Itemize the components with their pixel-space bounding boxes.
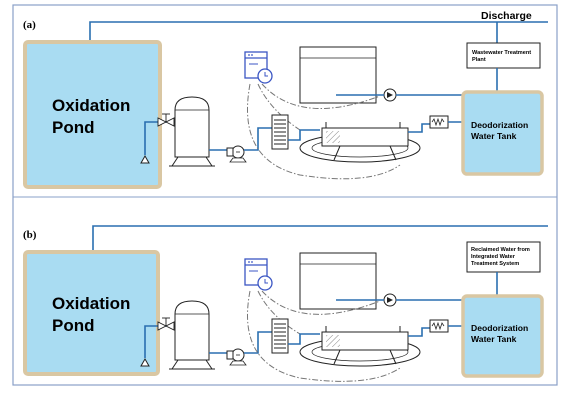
deodorization-tank [461,90,544,176]
circulation-pump-icon [383,88,397,102]
oxidation-pond [23,40,162,189]
reclaimed-label-line2: Integrated Water [471,254,516,260]
tank-label-line2: Water Tank [471,334,517,344]
control-line-3 [247,83,401,180]
pressure-vessel-icon [169,300,215,370]
control-line-1 [261,290,381,315]
control-line-2 [257,290,301,335]
pump-outlet-pipe [244,127,272,151]
uv-reactor-icon [299,326,421,367]
deodorization-tank [461,294,544,378]
panel-b-label: (b) [23,229,37,241]
circulation-pump-icon [383,293,397,307]
heat-exchanger-icon [271,114,289,150]
control-line-1 [261,83,381,109]
pond-label-line1: Oxidation [52,294,130,313]
pressure-vessel-icon [169,96,215,167]
reactor-outlet-pipe [408,123,430,133]
clock-icon [257,275,273,291]
control-line-3 [247,290,401,382]
heat-exchanger-icon [271,318,289,354]
tank-label-line2: Water Tank [471,131,517,141]
pond-label-line2: Pond [52,118,95,137]
pond-label-line2: Pond [52,316,95,335]
reclaimed-return-pipe [92,225,548,253]
pump-icon [226,348,247,366]
exchanger-to-reactor-pipe [288,129,320,141]
foot-valve-icon [140,154,150,164]
control-line-2 [257,83,301,131]
panel-b: (b) Oxidation Pond [23,225,548,382]
reclaimed-water-box [466,241,541,273]
valve-icon [157,317,175,331]
display-panel-icon [299,46,377,104]
pump-outlet-pipe [244,331,272,354]
exchanger-to-reactor-pipe [288,333,320,345]
discharge-pipe [89,21,548,42]
plant-label-line2: Plant [472,57,486,63]
reclaimed-label-line3: Treatment System [471,261,519,267]
tank-label-line1: Deodorization [471,120,528,130]
valve-icon [157,113,175,127]
clock-icon [257,68,273,84]
plant-label-line1: Wastewater Treatment [472,50,531,56]
heater-coil-icon [429,115,449,129]
panel-a: (a) Discharge Oxidation Pond [23,10,548,189]
heater-coil-icon [429,319,449,333]
foot-valve-icon [140,357,150,367]
figure-frame [12,4,558,386]
reclaimed-label-line1: Reclaimed Water from [471,247,530,253]
discharge-label: Discharge [481,10,532,22]
pump-icon [226,145,247,163]
uv-reactor-icon [299,122,421,163]
reactor-outlet-pipe [408,327,430,337]
treatment-plant-box [466,42,541,69]
pond-label-line1: Oxidation [52,96,130,115]
tank-label-line1: Deodorization [471,323,528,333]
oxidation-pond [23,250,160,376]
panel-a-label: (a) [23,19,36,31]
